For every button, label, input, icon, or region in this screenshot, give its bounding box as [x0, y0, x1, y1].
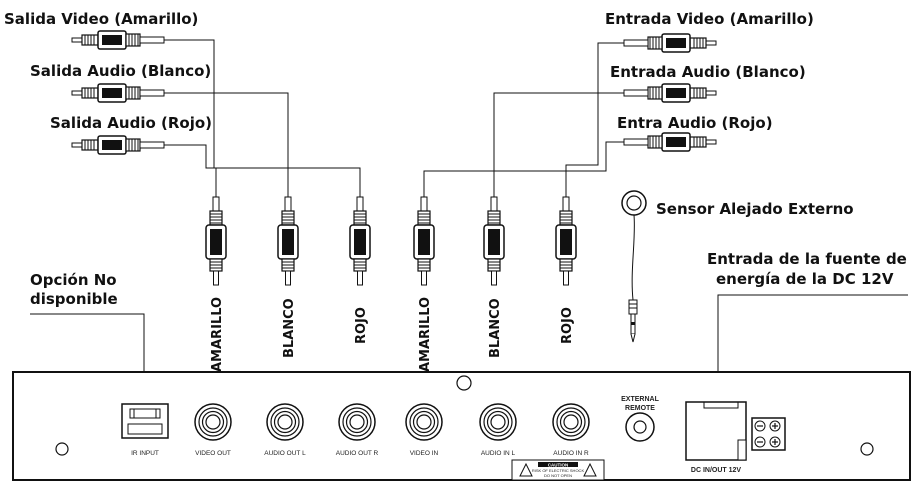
jack-video-out	[194, 403, 232, 441]
caution-title: CAUTION	[548, 463, 569, 468]
output-plugs	[71, 30, 165, 155]
label-fuente-line2: energía de la DC 12V	[716, 270, 894, 288]
port-label-video-out: VIDEO OUT	[195, 450, 231, 457]
output-wiring	[164, 39, 361, 197]
jack-audio-in-l	[479, 403, 517, 441]
input-wiring	[423, 42, 624, 197]
port-label-audio-in-l: AUDIO IN L	[481, 450, 516, 457]
vlabel-blanco-1: BLANCO	[282, 298, 297, 358]
label-entra-audio-rojo: Entra Audio (Rojo)	[617, 114, 773, 132]
label-opcion-line2: disponible	[30, 290, 118, 308]
fuente-leader	[717, 294, 908, 400]
caution-line1: RISK OF ELECTRIC SHOCK	[532, 468, 585, 473]
jack-audio-out-l	[266, 403, 304, 441]
screw-hole-right	[860, 442, 874, 456]
port-label-video-in: VIDEO IN	[410, 450, 439, 457]
vertical-plugs	[205, 196, 577, 286]
label-salida-audio-rojo: Salida Audio (Rojo)	[50, 114, 212, 132]
caution-label	[511, 459, 605, 481]
screw-hole-top	[456, 375, 472, 391]
vlabel-amarillo-1: AMARILLO	[210, 297, 225, 372]
jack-video-in	[405, 403, 443, 441]
label-entrada-video: Entrada Video (Amarillo)	[605, 10, 814, 28]
vlabel-blanco-2: BLANCO	[488, 298, 503, 358]
port-label-ir: IR INPUT	[131, 450, 159, 457]
port-label-audio-out-r: AUDIO OUT R	[336, 450, 379, 457]
port-label-remote: REMOTE	[625, 405, 655, 412]
input-plugs	[624, 34, 716, 151]
jack-external-remote	[625, 412, 655, 442]
label-opcion-line1: Opción No	[30, 271, 117, 289]
dc-connector	[685, 401, 786, 461]
jack-audio-out-r	[338, 403, 376, 441]
port-label-dc: DC IN/OUT 12V	[691, 467, 742, 474]
vlabel-rojo-1: ROJO	[354, 307, 369, 344]
label-salida-audio-blanco: Salida Audio (Blanco)	[30, 62, 211, 80]
port-label-audio-out-l: AUDIO OUT L	[264, 450, 306, 457]
label-entrada-audio-blanco: Entrada Audio (Blanco)	[610, 63, 806, 81]
device-panel: IR INPUT VIDEO OUT AUDIO OUT L AUDIO OUT…	[12, 371, 911, 481]
ir-input-port	[121, 403, 169, 439]
caution-line2: DO NOT OPEN	[544, 473, 572, 478]
vlabel-amarillo-2: AMARILLO	[418, 297, 433, 372]
label-fuente-line1: Entrada de la fuente de	[707, 250, 907, 268]
label-salida-video: Salida Video (Amarillo)	[4, 10, 198, 28]
port-label-audio-in-r: AUDIO IN R	[553, 450, 589, 457]
label-sensor: Sensor Alejado Externo	[656, 200, 854, 218]
port-label-external: EXTERNAL	[621, 396, 659, 403]
screw-hole-left	[55, 442, 69, 456]
vlabel-rojo-2: ROJO	[560, 307, 575, 344]
external-sensor	[621, 190, 647, 343]
jack-audio-in-r	[552, 403, 590, 441]
